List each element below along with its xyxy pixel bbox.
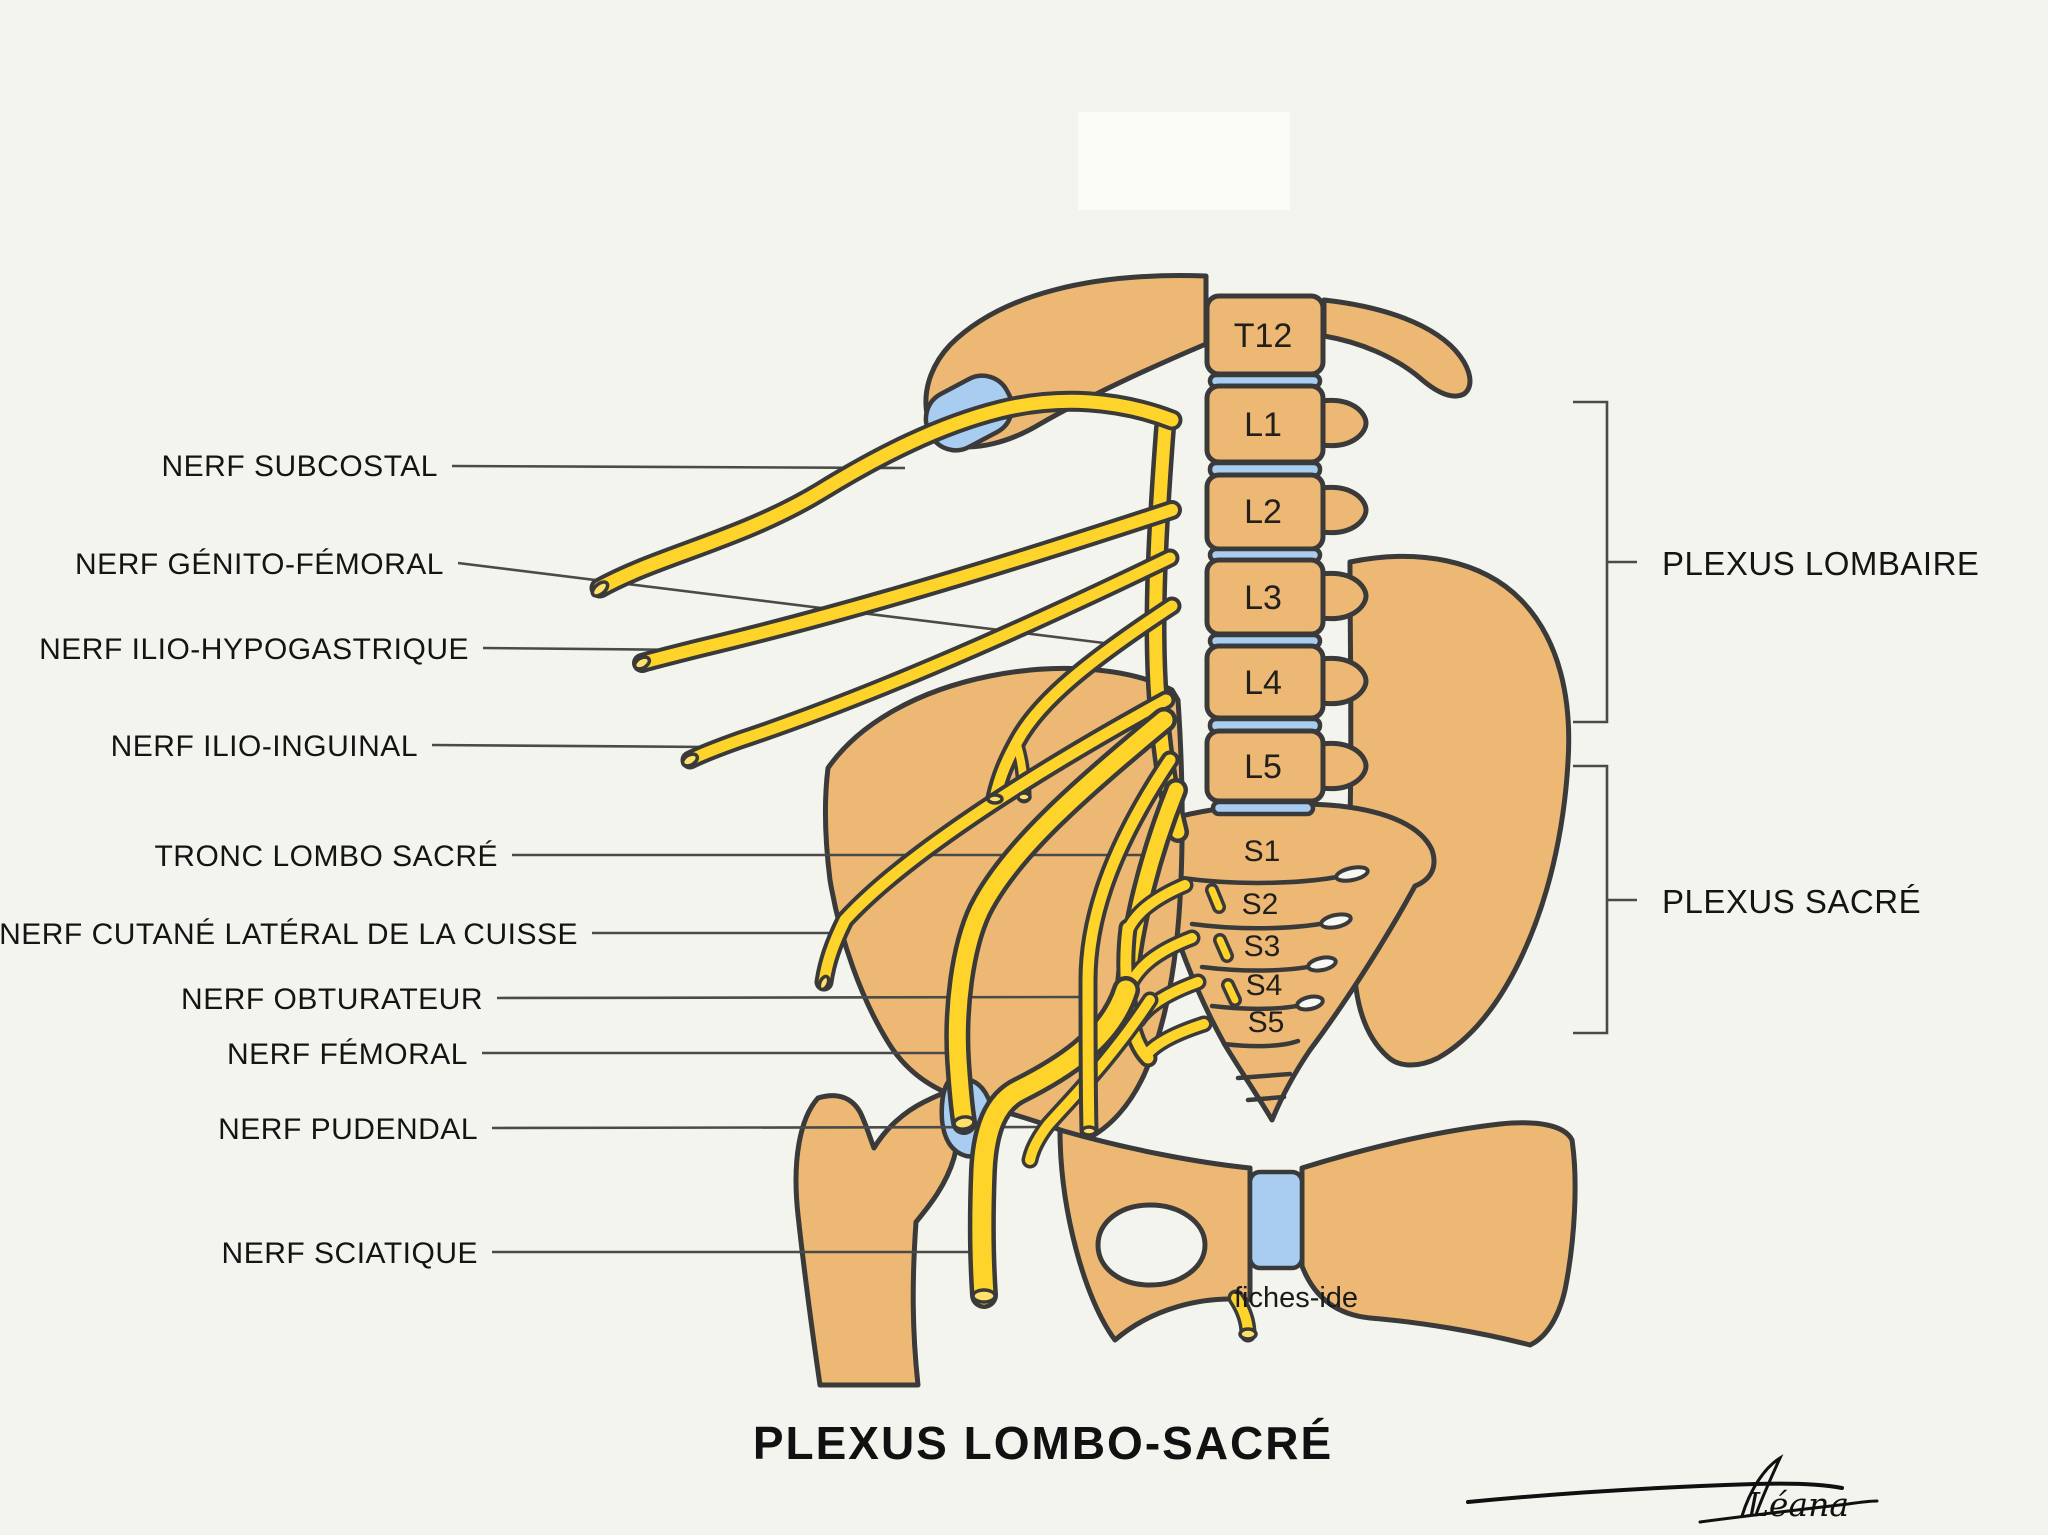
l1-process <box>1319 397 1369 449</box>
label-nerf-cutane-lateral: NERF CUTANÉ LATÉRAL DE LA CUISSE <box>0 918 578 951</box>
subcostal-tip <box>590 580 610 598</box>
subcostal-nerve-outline <box>600 401 1172 588</box>
signature-swash-1 <box>1466 1481 1844 1504</box>
l3-process <box>1319 570 1369 622</box>
signature: Léana <box>1466 1454 1879 1524</box>
label-s3: S3 <box>1244 930 1281 963</box>
coccyx-line-1 <box>1235 1071 1293 1081</box>
right-pubis-bone <box>1299 1120 1578 1348</box>
ilioinguinal-tip <box>680 752 700 768</box>
coccyx-line-2 <box>1245 1094 1287 1103</box>
plexus-lombaire-group: PLEXUS LOMBAIRE <box>1573 400 1979 724</box>
pubic-symphysis-cartilage <box>1247 1169 1305 1271</box>
label-nerf-sciatique: NERF SCIATIQUE <box>222 1237 478 1270</box>
left-pubis-bone <box>1057 1127 1253 1343</box>
label-nerf-subcostal: NERF SUBCOSTAL <box>162 450 439 483</box>
vertebra-label-list: T12 L1 L2 L3 L4 L5 S1 S2 S3 S4 S5 <box>1234 317 1293 1039</box>
label-l5: L5 <box>1244 748 1282 786</box>
sacral-foramen-1 <box>1334 865 1370 883</box>
right-rib-bone <box>1321 297 1473 399</box>
signature-text: Léana <box>1746 1485 1849 1524</box>
label-s2: S2 <box>1242 888 1279 921</box>
page-title: PLEXUS LOMBO-SACRÉ <box>753 1417 1333 1469</box>
label-plexus-lombaire: PLEXUS LOMBAIRE <box>1662 545 1979 582</box>
label-s5: S5 <box>1248 1006 1285 1039</box>
watermark-text: fiches-ide <box>1234 1282 1358 1314</box>
label-plexus-sacre: PLEXUS SACRÉ <box>1662 883 1921 920</box>
femur-bone <box>793 1087 961 1388</box>
label-l1: L1 <box>1244 406 1282 444</box>
l5-process <box>1319 740 1369 792</box>
label-nerf-femoral: NERF FÉMORAL <box>227 1038 468 1071</box>
label-l4: L4 <box>1244 664 1282 702</box>
label-tronc-lombo-sacre: TRONC LOMBO SACRÉ <box>154 840 498 873</box>
label-nerf-obturateur: NERF OBTURATEUR <box>181 983 483 1016</box>
label-l3: L3 <box>1244 579 1282 617</box>
label-s4: S4 <box>1246 969 1283 1002</box>
right-ilium-bone <box>1346 553 1572 1068</box>
plexus-lombaire-bracket <box>1573 400 1609 724</box>
sciatic-tip <box>971 1288 997 1304</box>
label-nerf-ilio-inguinal: NERF ILIO-INGUINAL <box>111 730 418 763</box>
genitofemoral-tip-1 <box>986 793 1004 805</box>
iliohypogastric-tip <box>632 655 652 671</box>
sacral-foramen-2 <box>1319 912 1353 930</box>
leader-line-subcostal <box>451 464 906 470</box>
sacrum-segment-line-s5 <box>1221 1038 1301 1049</box>
leader-line-obturateur <box>496 995 1090 1000</box>
genitofemoral-tip-2 <box>1016 791 1032 803</box>
spine-column <box>1204 293 1369 817</box>
label-nerf-pudendal: NERF PUDENDAL <box>218 1113 478 1146</box>
label-t12: T12 <box>1234 317 1293 355</box>
label-nerf-genito-femoral: NERF GÉNITO-FÉMORAL <box>75 548 444 581</box>
leader-line-ilio-inguinal <box>431 743 710 749</box>
l2-process <box>1319 484 1369 536</box>
plexus-sacre-bracket <box>1573 764 1609 1035</box>
femoral-tip <box>952 1115 976 1131</box>
sacral-foramen-3 <box>1306 955 1338 973</box>
label-l2: L2 <box>1244 493 1282 531</box>
lateral-cutaneous-tip <box>817 974 831 992</box>
signature-swash-2 <box>1698 1499 1879 1524</box>
obturator-tip <box>1080 1125 1098 1137</box>
l4-process <box>1319 655 1369 707</box>
label-s1: S1 <box>1244 835 1281 868</box>
nerve-label-list: NERF SUBCOSTAL NERF GÉNITO-FÉMORAL NERF … <box>0 450 578 1270</box>
white-patch <box>1078 112 1290 210</box>
label-nerf-ilio-hypogastrique: NERF ILIO-HYPOGASTRIQUE <box>39 633 469 666</box>
disc-l5-s1 <box>1210 799 1316 817</box>
nerve-network <box>590 401 1258 1341</box>
sacral-foramen-4 <box>1295 994 1325 1012</box>
signature-loop <box>1740 1454 1784 1518</box>
pudendal-tip <box>1238 1327 1258 1341</box>
plexus-sacre-group: PLEXUS SACRÉ <box>1573 764 1921 1035</box>
